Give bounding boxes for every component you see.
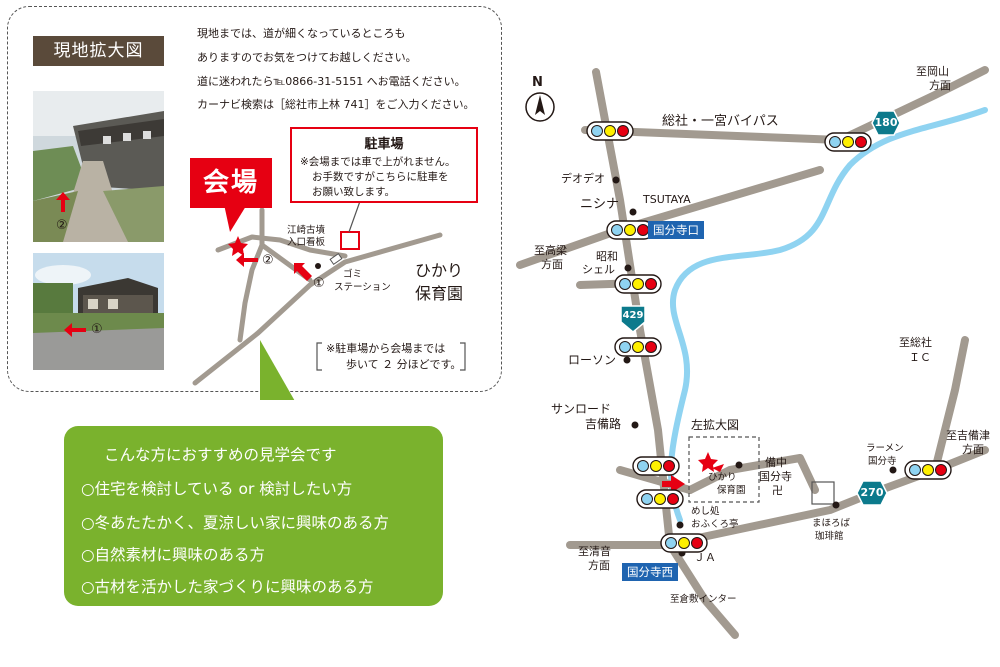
lawson-label: ローソン: [568, 353, 617, 367]
traffic-light-icon: [904, 460, 952, 484]
kibitsu-label-2: 方面: [962, 443, 984, 456]
soja-ic-label-1: 至総社: [899, 336, 932, 349]
recommend-item-2: ○冬あたたかく、夏涼しい家に興味のある方: [81, 514, 390, 532]
area-road-map: [516, 66, 989, 639]
kofun-sign-label-1: 江崎古墳: [287, 225, 326, 236]
traffic-light-icon: [632, 456, 680, 480]
recommend-item-4: ○古材を活かした家づくりに興味のある方: [81, 578, 374, 596]
hikari-label-2: 保育園: [717, 485, 746, 496]
arrow-left-icon: [236, 252, 258, 271]
meshi-label-1: めし処: [691, 506, 720, 517]
meshi-label-2: おふくろ亭: [691, 519, 739, 530]
note-line-1: 現地までは、道が細くなっているところも: [197, 27, 406, 40]
bicchu-label-2: 国分寺: [759, 470, 792, 483]
route-sign-429: 429: [620, 305, 646, 337]
deodeo-label: デオデオ: [561, 172, 605, 185]
gomi-label-2: ステーション: [334, 282, 391, 293]
recommend-item-3: ○自然素材に興味のある方: [81, 546, 266, 564]
kiyone-label-2: 方面: [588, 559, 610, 572]
north-label: N: [532, 75, 543, 90]
hikari-label-1: ひかり: [708, 472, 737, 483]
parking-line-2: お手数ですがこちらに駐車を: [312, 171, 449, 183]
bypass-label: 総社・一宮バイパス: [662, 114, 779, 129]
recommend-box: こんな方におすすめの見学会です ○住宅を検討している or 検討したい方 ○冬あ…: [64, 426, 443, 606]
ja-label: ＪＡ: [694, 551, 716, 564]
traffic-light-icon: [660, 533, 708, 557]
parking-line-3: お願い致します。: [312, 186, 395, 198]
takahashi-label-2: 方面: [541, 258, 563, 271]
showa-label-1: 昭和: [596, 250, 618, 263]
bicchu-label-1: 備中: [765, 456, 787, 469]
traffic-light-icon: [586, 121, 634, 145]
soja-ic-label-2: ＩＣ: [909, 351, 931, 364]
traffic-light-icon: [606, 220, 654, 244]
showa-label-2: シェル: [582, 263, 615, 276]
photo-marker-1: ①: [91, 322, 103, 337]
okayama-label-1: 至岡山: [916, 65, 949, 78]
parking-line-1: ※会場までは車で上がれません。: [300, 156, 456, 168]
parking-title: 駐車場: [364, 137, 404, 152]
photo-house: [33, 253, 164, 370]
walk-note-2: 歩いて ２ 分ほどです。: [346, 358, 462, 371]
sanroad-label-2: 吉備路: [585, 417, 622, 431]
arrow-left-icon: [64, 322, 86, 341]
traffic-light-icon: [614, 274, 662, 298]
kofun-sign-label-2: 入口看板: [287, 237, 326, 248]
arrow-up-left-icon: [294, 263, 312, 285]
traffic-light-icon: [636, 489, 684, 513]
venue-label: 会場: [190, 158, 272, 208]
nursery-label-1: ひかり: [415, 261, 464, 280]
note-line-4: カーナビ検索は［総社市上林 741］をご入力ください。: [197, 98, 475, 111]
detail-map-panel: [7, 6, 502, 392]
okayama-label-2: 方面: [929, 79, 951, 92]
photo-marker-2: ②: [56, 218, 68, 233]
note-line-2: ありますのでお気をつけてお越しください。: [197, 51, 417, 64]
kibitsu-label-1: 至吉備津: [946, 429, 990, 442]
gomi-label-1: ゴミ: [343, 269, 363, 280]
ramen-label-1: ラーメン: [866, 443, 904, 454]
note-line-3: 道に迷われたら℡0866-31-5151 へお電話ください。: [197, 75, 466, 88]
tsutaya-label: TSUTAYA: [643, 193, 691, 206]
sanroad-label-1: サンロード: [551, 402, 612, 416]
station-label-kokubunjinishi: 国分寺西: [622, 563, 678, 581]
walk-note-1: ※駐車場から会場までは: [326, 342, 446, 355]
traffic-light-icon: [614, 337, 662, 361]
nishina-label: ニシナ: [580, 197, 620, 212]
photo-stone-path: [33, 91, 164, 242]
arrow-up-icon: [56, 192, 70, 216]
left-enlarged-label: 左拡大図: [691, 418, 740, 432]
map-marker-1: ①: [313, 276, 325, 291]
map-marker-2: ②: [262, 253, 274, 268]
recommend-item-1: ○住宅を検討している or 検討したい方: [81, 480, 353, 498]
route-sign-180: 180: [871, 110, 901, 140]
temple-icon: 卍: [772, 484, 783, 497]
kiyone-label-1: 至清音: [578, 545, 611, 558]
kurashiki-label: 至倉敷インター: [670, 594, 737, 605]
station-label-kokubunjiguchi: 国分寺口: [648, 221, 704, 239]
parking-callout: 駐車場 ※会場までは車で上がれません。 お手数ですがこちらに駐車を お願い致しま…: [290, 127, 478, 203]
recommend-title: こんな方におすすめの見学会です: [104, 446, 337, 464]
route-sign-270: 270: [856, 480, 888, 510]
nursery-label-2: 保育園: [415, 284, 464, 303]
takahashi-label-1: 至高梁: [534, 244, 567, 257]
mahoroba-label-1: まほろば: [812, 518, 851, 529]
traffic-light-icon: [824, 132, 872, 156]
mahoroba-label-2: 珈琲館: [815, 531, 844, 542]
ramen-label-2: 国分寺: [868, 456, 897, 467]
panel-title: 現地拡大図: [33, 36, 164, 66]
